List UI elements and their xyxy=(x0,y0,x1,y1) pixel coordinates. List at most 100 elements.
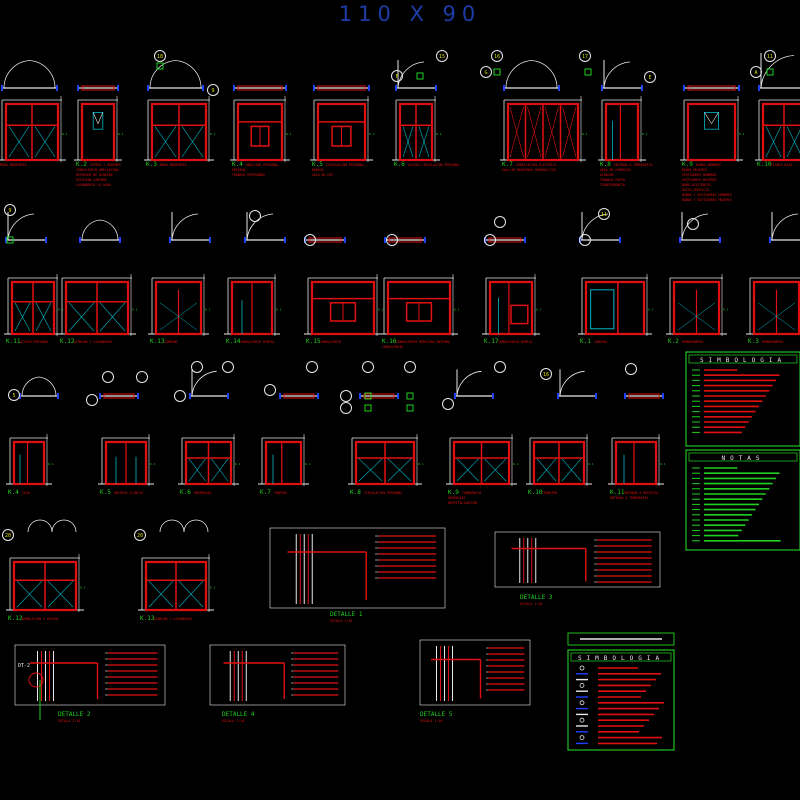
tag-circle xyxy=(8,389,20,401)
elevation-id: K.4 xyxy=(8,489,19,496)
tag-number: 16 xyxy=(543,372,549,378)
detail-scale: ESCALA 1:10 xyxy=(420,719,442,723)
glass-diag xyxy=(358,458,383,482)
grid-marker xyxy=(364,404,372,412)
door-code: D.1 xyxy=(536,308,542,312)
elevation-description: VESTIDORES HOMBRES xyxy=(682,173,717,177)
detail-code-text: DT-2 xyxy=(18,663,30,669)
elevation-id: K.8 xyxy=(350,489,361,496)
glass-diag xyxy=(402,126,414,158)
tag-circle xyxy=(579,234,591,246)
door-swing-arc xyxy=(760,55,795,89)
tag-circle xyxy=(249,210,261,222)
tag-circle xyxy=(222,361,234,373)
tag-circle xyxy=(154,50,166,62)
door-elevation: D.1 xyxy=(304,274,384,336)
detail-title: DETALLE 3 xyxy=(520,594,553,601)
door-frame xyxy=(236,102,284,162)
tag-number: 9 xyxy=(8,208,11,214)
elevation-description: MODO UNIDENTES xyxy=(160,163,187,167)
elevation-id: K.3 xyxy=(146,161,157,168)
plan-symbol xyxy=(19,376,59,399)
grid-marker xyxy=(406,404,414,412)
door-code: D.1 xyxy=(58,308,64,312)
elevation-id: K.12 xyxy=(60,338,75,345)
elevation-tag xyxy=(304,234,316,246)
glass-diag xyxy=(484,458,507,482)
door-swing-arc xyxy=(51,519,77,533)
plan-symbol xyxy=(484,237,526,243)
sliding-leaf xyxy=(283,393,315,399)
door-elevation: D.1 xyxy=(680,96,745,162)
elevation-description: SALA DE MAQUINAS HIDRAULICAS xyxy=(502,168,556,172)
door-elevation: D.1 xyxy=(74,96,124,162)
tag-circle xyxy=(191,361,203,373)
door-code: D.1 xyxy=(210,585,216,589)
elevation-id: K.5 xyxy=(100,489,111,496)
elevation-id: K.12 xyxy=(8,615,23,622)
elevation-description: HEMODINAMIA xyxy=(682,340,703,344)
door-box xyxy=(510,304,529,325)
sliding-leaf xyxy=(363,393,395,399)
plan-symbol xyxy=(244,212,286,243)
elevation-tag: A xyxy=(750,66,762,78)
plan-symbol xyxy=(279,393,319,399)
elevation-description: ESTACION LAMINAS xyxy=(76,178,107,182)
elevation-description: DUCTO SERVICIO xyxy=(682,188,709,192)
plan-symbol xyxy=(1,60,58,91)
elevation-tag: 20 xyxy=(2,529,14,541)
glass-diag xyxy=(536,458,557,482)
tag-number: 11 xyxy=(767,54,773,60)
door-elevation: D.1 xyxy=(666,274,729,336)
elevation-id: K.9 xyxy=(448,489,459,496)
elevation-tag xyxy=(191,361,203,373)
door-swing-arc xyxy=(171,213,199,241)
legend-border xyxy=(685,351,800,447)
plan-symbol xyxy=(679,212,721,243)
door-elevation: D.1 xyxy=(380,274,460,336)
elevation-description: CONSULTORIO xyxy=(382,345,403,349)
door-elevation: D.1 xyxy=(230,96,292,162)
door-swing-arc xyxy=(456,370,482,397)
elevation-description: TRANSFERENCIA xyxy=(600,183,625,187)
elevation-tag xyxy=(136,371,148,383)
tag-circle xyxy=(86,394,98,406)
glass-diag xyxy=(181,126,204,158)
legend-symbol-list xyxy=(576,665,664,745)
glass-diag xyxy=(154,126,177,158)
door-code: D.1 xyxy=(150,462,156,466)
elevation-description: TRABAJO ESPERANDO xyxy=(232,173,265,177)
door-elevation: D.1 xyxy=(578,274,654,336)
door-vision xyxy=(92,112,104,130)
door-code: D.1 xyxy=(305,462,311,466)
elevation-tag xyxy=(404,361,416,373)
elevation-id: K.17 xyxy=(484,338,499,345)
elevation-description: ACCESO CIRCULACION PERSONAL xyxy=(408,163,460,167)
elevation-description: CONSULTORIO AMPLIACION xyxy=(76,168,118,172)
tag-number: 20 xyxy=(5,533,11,539)
tag-circle xyxy=(484,234,496,246)
sliding-leaf xyxy=(103,393,135,399)
tag-circle xyxy=(174,390,186,402)
elevation-id: K.6 xyxy=(180,489,191,496)
detail-scale: ESCALA 1:10 xyxy=(222,719,244,723)
elevation-id: K.13 xyxy=(140,615,155,622)
elevation-description: CONSULTORIO xyxy=(320,340,341,344)
legend-title: SIMBOLOGIA xyxy=(700,357,786,364)
sliding-leaf xyxy=(317,85,366,91)
elevation-tag: 15 xyxy=(436,50,448,62)
detail-scale: ESCALA 1:10 xyxy=(58,719,80,723)
elevation-tag: 16 xyxy=(540,368,552,380)
door-elevation: D.1 xyxy=(446,434,519,486)
elevation-id: K.9 xyxy=(682,161,693,168)
